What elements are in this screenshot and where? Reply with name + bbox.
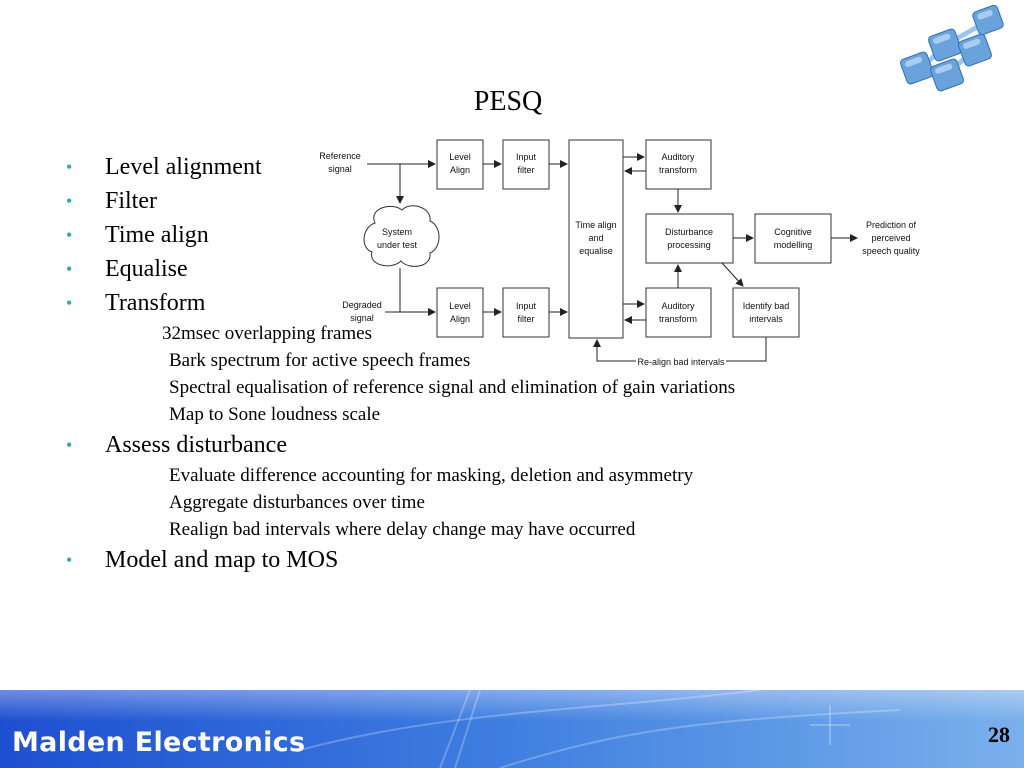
prediction-line1: Prediction of: [866, 220, 917, 230]
level-align-bottom-line1: Level: [449, 301, 471, 311]
sub-bullet-item: Evaluate difference accounting for maski…: [169, 465, 694, 486]
level-align-top-line1: Level: [449, 152, 471, 162]
bullet-label: Time align: [105, 222, 209, 248]
system-under-test-cloud: [363, 205, 440, 267]
input-filter-bottom-line1: Input: [516, 301, 537, 311]
bullet-item: • Level alignment: [66, 150, 946, 184]
system-under-test-line2: under test: [377, 240, 418, 250]
sub-bullet-item: Realign bad intervals where delay change…: [169, 519, 636, 540]
bullet-item: • Transform: [66, 286, 946, 320]
auditory-transform-bottom-line2: transform: [659, 314, 697, 324]
identify-bad-intervals-line1: Identify bad: [743, 301, 790, 311]
reference-signal-line1: Reference: [319, 151, 361, 161]
input-filter-top-line2: filter: [517, 165, 534, 175]
sub-bullet-item: Aggregate disturbances over time: [169, 492, 425, 513]
disturbance-processing-line1: Disturbance: [665, 227, 713, 237]
page-number: 28: [988, 722, 1010, 747]
bullet-item: • Equalise: [66, 252, 946, 286]
reference-signal-line2: signal: [328, 164, 352, 174]
degraded-signal-line1: Degraded: [342, 300, 382, 310]
cognitive-modelling-line1: Cognitive: [774, 227, 812, 237]
bullet-label: Assess disturbance: [105, 432, 287, 458]
identify-bad-intervals-box: [732, 287, 800, 338]
input-filter-bottom-box: [502, 287, 550, 338]
time-align-line1: Time align: [575, 220, 616, 230]
auditory-transform-top-line1: Auditory: [661, 152, 695, 162]
bullet-item: • Time align: [66, 218, 946, 252]
cognitive-modelling-line2: modelling: [774, 240, 813, 250]
time-align-line2: and: [588, 233, 603, 243]
time-align-box: [568, 139, 624, 339]
bullet-item: • Assess disturbance: [66, 428, 946, 462]
auditory-transform-top-line2: transform: [659, 165, 697, 175]
input-filter-top-line1: Input: [516, 152, 537, 162]
auditory-transform-bottom-box: [645, 287, 712, 338]
level-align-bottom-line2: Align: [450, 314, 470, 324]
bullet-item: • Model and map to MOS: [66, 543, 946, 577]
prediction-line3: speech quality: [862, 246, 920, 256]
bullet-label: Level alignment: [105, 154, 262, 180]
bullet-dot-icon: •: [66, 157, 73, 177]
footer-banner: [0, 690, 1024, 768]
disturbance-processing-box: [645, 213, 734, 264]
level-align-top-line2: Align: [450, 165, 470, 175]
bullet-dot-icon: •: [66, 191, 73, 211]
bullet-dot-icon: •: [66, 550, 73, 570]
bullet-item: • Filter: [66, 184, 946, 218]
input-filter-bottom-line2: filter: [517, 314, 534, 324]
bullet-dot-icon: •: [66, 293, 73, 313]
bullet-list: • Level alignment • Filter • Time align • Equal…: [66, 150, 946, 577]
bullet-dot-icon: •: [66, 259, 73, 279]
pesq-block-diagram: Reference signal Degraded signal System …: [319, 139, 920, 367]
realign-label: Re-align bad intervals: [637, 357, 725, 367]
slide-title: PESQ: [473, 86, 543, 117]
sub-bullet-item: Spectral equalisation of reference signa…: [169, 377, 736, 398]
sub-bullet-item: Map to Sone loudness scale: [169, 404, 381, 425]
bullet-dot-icon: •: [66, 225, 73, 245]
system-under-test-line1: System: [382, 227, 412, 237]
sub-bullet-item: 32msec overlapping frames: [162, 323, 372, 344]
prediction-line2: perceived: [871, 233, 910, 243]
molecule-cubes-logo: [900, 5, 1004, 92]
degraded-signal-line2: signal: [350, 313, 374, 323]
company-brand: Malden Electronics: [12, 727, 306, 758]
bullet-label: Model and map to MOS: [105, 547, 339, 573]
sub-bullet-item: Bark spectrum for active speech frames: [169, 350, 471, 371]
bullet-label: Equalise: [105, 256, 188, 282]
auditory-transform-bottom-line1: Auditory: [661, 301, 695, 311]
cognitive-modelling-box: [754, 213, 832, 264]
bullet-label: Transform: [105, 290, 206, 316]
identify-bad-intervals-line2: intervals: [749, 314, 783, 324]
bullet-dot-icon: •: [66, 435, 73, 455]
bullet-label: Filter: [105, 188, 157, 214]
disturbance-processing-line2: processing: [667, 240, 711, 250]
level-align-bottom-box: [436, 287, 484, 338]
time-align-line3: equalise: [579, 246, 613, 256]
